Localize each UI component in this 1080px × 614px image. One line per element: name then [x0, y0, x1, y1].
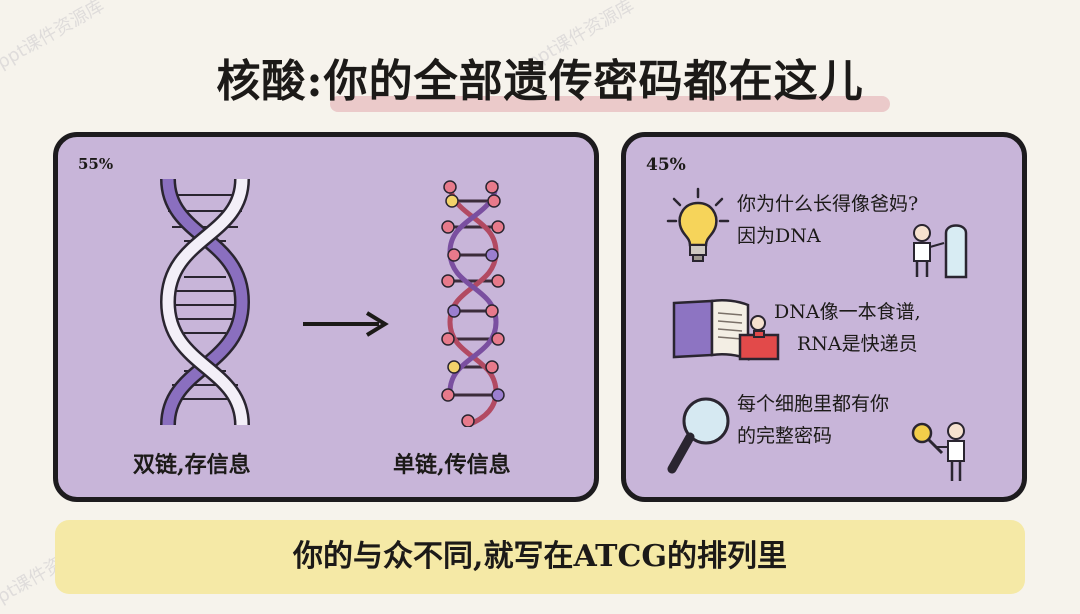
- rna-strand-icon: [441, 180, 505, 427]
- summary-banner: 你的与众不同,就写在ATCG的排列里: [55, 520, 1025, 594]
- title-highlight: [330, 96, 890, 112]
- banner-text: 你的与众不同,就写在ATCG的排列里: [293, 539, 787, 574]
- header: 核酸:你的全部遗传密码都在这儿: [0, 52, 1080, 112]
- percent-label: 45%: [646, 155, 686, 175]
- item1-text: 因为DNA: [737, 225, 821, 247]
- item3-text: 的完整密码: [737, 425, 833, 447]
- key-figure-icon: [911, 422, 965, 481]
- item2-text: DNA像一本食谱,: [774, 301, 921, 323]
- dna-double-helix-icon: [159, 178, 251, 426]
- page-title: 核酸:你的全部遗传密码都在这儿: [216, 56, 864, 107]
- recipe-book-icon: [672, 298, 780, 361]
- item3-text: 每个细胞里都有你: [737, 393, 890, 415]
- item2-text: RNA是快递员: [797, 333, 918, 355]
- lightbulb-icon: [666, 187, 730, 262]
- rna-caption: 单链,传信息: [393, 452, 511, 478]
- item1-text: 你为什么长得像爸妈?: [737, 193, 919, 215]
- magnifier-icon: [667, 397, 730, 474]
- mirror-figure-icon: [913, 224, 968, 279]
- left-panel: 55%: [53, 132, 599, 502]
- percent-label: 55%: [78, 155, 114, 173]
- arrow-right-icon: [303, 311, 389, 337]
- right-panel: 45% 你为什么长得像爸妈? 因为DNA DNA像一本食谱, RNA是快递员: [621, 132, 1027, 502]
- dna-caption: 双链,存信息: [133, 452, 251, 478]
